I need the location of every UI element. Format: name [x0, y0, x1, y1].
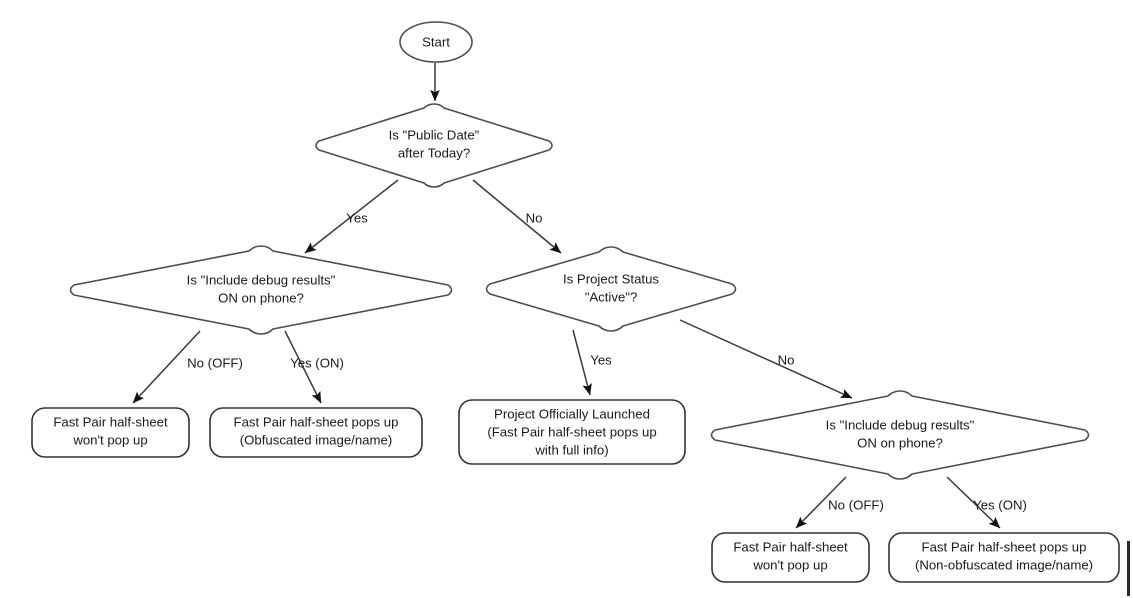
- edge-label-project-status-no: No: [778, 352, 795, 367]
- edge-project-status-yes: [572, 329, 592, 396]
- node-decision-project-status[interactable]: Is Project Status "Active"?: [485, 246, 737, 332]
- public-date-diamond-shape: [315, 103, 553, 188]
- terminal-right-on-line2: (Non-obfuscated image/name): [915, 557, 1093, 572]
- debug-left-label-line2: ON on phone?: [218, 290, 304, 305]
- public-date-label-line2: after Today?: [398, 145, 470, 160]
- edge-labels-layer: Yes No No (OFF) Yes (ON) Yes No No (OFF)…: [187, 210, 1027, 512]
- node-terminal-left-off[interactable]: Fast Pair half-sheet won't pop up: [31, 407, 190, 458]
- node-terminal-left-on[interactable]: Fast Pair half-sheet pops up (Obfuscated…: [209, 407, 423, 458]
- edge-debug-right-off: [795, 476, 847, 529]
- terminal-right-off-shape: [711, 532, 870, 583]
- terminal-left-on-shape: [209, 407, 423, 458]
- terminal-left-on-line1: Fast Pair half-sheet pops up: [234, 414, 399, 429]
- debug-right-label-line2: ON on phone?: [857, 435, 943, 450]
- edge-label-public-date-no: No: [526, 210, 543, 225]
- terminal-right-off-line1: Fast Pair half-sheet: [733, 539, 848, 554]
- edge-project-status-no: [679, 319, 853, 399]
- edge-debug-left-on: [284, 330, 322, 404]
- node-decision-debug-left[interactable]: Is "Include debug results" ON on phone?: [69, 245, 453, 335]
- node-decision-public-date[interactable]: Is "Public Date" after Today?: [315, 103, 553, 188]
- start-label: Start: [422, 34, 450, 49]
- debug-left-label-line1: Is "Include debug results": [187, 272, 336, 287]
- node-terminal-launched[interactable]: Project Officially Launched (Fast Pair h…: [458, 399, 686, 465]
- project-status-label-line1: Is Project Status: [563, 271, 659, 286]
- edge-label-project-status-yes: Yes: [590, 352, 612, 367]
- edge-label-debug-right-on: Yes (ON): [973, 497, 1027, 512]
- right-margin-mark: [1127, 541, 1130, 596]
- edge-debug-right-on: [946, 476, 1001, 529]
- terminal-launched-line1: Project Officially Launched: [494, 406, 650, 421]
- edge-label-debug-right-off: No (OFF): [828, 497, 884, 512]
- edge-public-date-no: [472, 179, 562, 254]
- debug-right-label-line1: Is "Include debug results": [826, 417, 975, 432]
- edge-label-debug-left-on: Yes (ON): [290, 355, 344, 370]
- debug-right-diamond-shape: [710, 390, 1090, 480]
- node-start[interactable]: Start: [399, 21, 473, 63]
- terminal-right-on-shape: [888, 532, 1120, 583]
- edge-label-public-date-yes: Yes: [346, 210, 368, 225]
- public-date-label-line1: Is "Public Date": [389, 127, 480, 142]
- project-status-label-line2: "Active"?: [585, 289, 638, 304]
- start-ellipse-shape: [399, 21, 473, 63]
- edge-label-debug-left-off: No (OFF): [187, 355, 243, 370]
- terminal-launched-shape: [458, 399, 686, 465]
- terminal-launched-line2: (Fast Pair half-sheet pops up: [487, 424, 656, 439]
- terminal-left-off-line2: won't pop up: [72, 432, 147, 447]
- edges-layer: [132, 63, 1001, 529]
- node-terminal-right-off[interactable]: Fast Pair half-sheet won't pop up: [711, 532, 870, 583]
- terminal-left-off-shape: [31, 407, 190, 458]
- project-status-diamond-shape: [485, 246, 737, 332]
- terminal-right-on-line1: Fast Pair half-sheet pops up: [922, 539, 1087, 554]
- edge-public-date-yes: [304, 179, 399, 254]
- node-terminal-right-on[interactable]: Fast Pair half-sheet pops up (Non-obfusc…: [888, 532, 1120, 583]
- terminal-left-off-line1: Fast Pair half-sheet: [53, 414, 168, 429]
- terminal-right-off-line2: won't pop up: [752, 557, 827, 572]
- node-decision-debug-right[interactable]: Is "Include debug results" ON on phone?: [710, 390, 1090, 480]
- edge-debug-left-off: [132, 330, 201, 404]
- terminal-launched-line3: with full info): [534, 442, 608, 457]
- debug-left-diamond-shape: [69, 245, 453, 335]
- terminal-left-on-line2: (Obfuscated image/name): [240, 432, 392, 447]
